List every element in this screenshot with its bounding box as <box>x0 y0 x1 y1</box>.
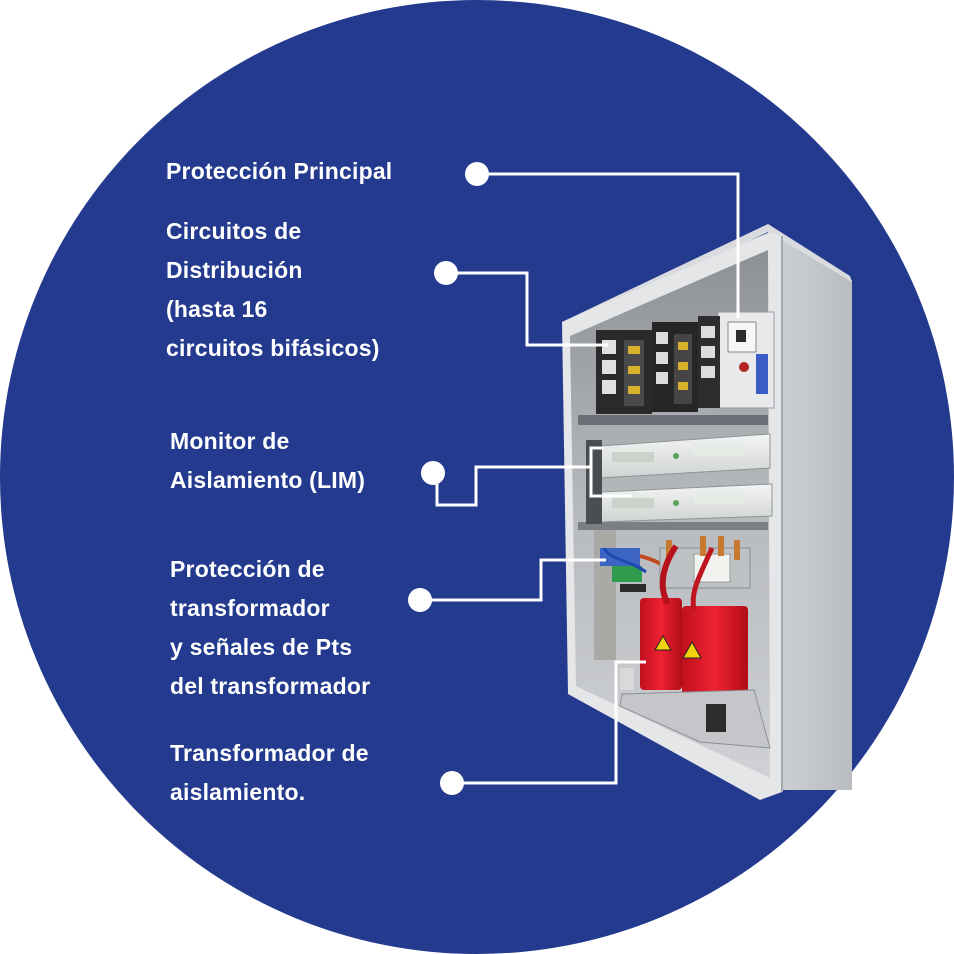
label-line: transformador <box>170 595 330 621</box>
red-cable <box>659 544 679 606</box>
label-line: (hasta 16 <box>166 296 268 322</box>
label-line: Circuitos de <box>166 218 302 244</box>
red-cable <box>690 546 715 611</box>
insulation-monitor-bottom <box>599 483 773 523</box>
electrical-panel-photo <box>562 224 852 800</box>
label-distribution: Circuitos de Distribución (hasta 16 circ… <box>166 212 380 368</box>
transformer-base <box>619 689 771 749</box>
distribution-breakers-right <box>698 316 720 408</box>
connector-insulation-monitor-branch <box>589 467 632 498</box>
main-breaker-lever <box>736 330 746 342</box>
label-line: y señales de Pts <box>170 634 353 660</box>
mounting-post <box>620 668 634 690</box>
warning-sticker <box>654 634 672 651</box>
connector-dots <box>408 162 489 795</box>
label-line: del transformador <box>170 673 371 699</box>
mounting-rail <box>578 415 768 425</box>
label-line: Transformador de <box>170 740 369 766</box>
lim-bracket <box>586 440 602 524</box>
transformer-terminals <box>666 536 740 560</box>
label-line: Aislamiento (LIM) <box>170 467 366 493</box>
terminal-block <box>756 354 768 394</box>
mounting-rail <box>578 522 768 530</box>
label-line: circuitos bifásicos) <box>166 335 380 361</box>
dot-transformer-protection <box>408 588 432 612</box>
dot-distribution <box>434 261 458 285</box>
connector-main-protection <box>477 172 740 318</box>
indicator-light <box>739 362 749 372</box>
earth-terminal <box>706 704 726 732</box>
distribution-breakers-left <box>596 330 652 414</box>
warning-sticker <box>682 640 702 659</box>
transformer-coil-right <box>682 606 748 698</box>
dot-insulation-monitor <box>421 461 445 485</box>
dot-isolation-transformer <box>440 771 464 795</box>
label-line: aislamiento. <box>170 779 306 805</box>
label-isolation-transformer: Transformador de aislamiento. <box>170 734 369 812</box>
dot-main-protection <box>465 162 489 186</box>
label-line: Protección de <box>170 556 325 582</box>
label-insulation-monitor: Monitor de Aislamiento (LIM) <box>170 422 365 500</box>
label-line: Protección Principal <box>166 158 393 184</box>
label-line: Monitor de <box>170 428 290 454</box>
connector-isolation-transformer <box>452 660 646 785</box>
connector-transformer-protection <box>420 558 606 602</box>
connector-distribution <box>446 271 608 347</box>
label-transformer-protection: Protección de transformador y señales de… <box>170 550 370 706</box>
label-main-protection: Protección Principal <box>166 152 392 191</box>
label-line: Distribución <box>166 257 303 283</box>
cabinet-side-wall <box>768 232 852 790</box>
distribution-breakers-middle <box>652 322 698 412</box>
insulation-monitor-top <box>599 433 771 479</box>
